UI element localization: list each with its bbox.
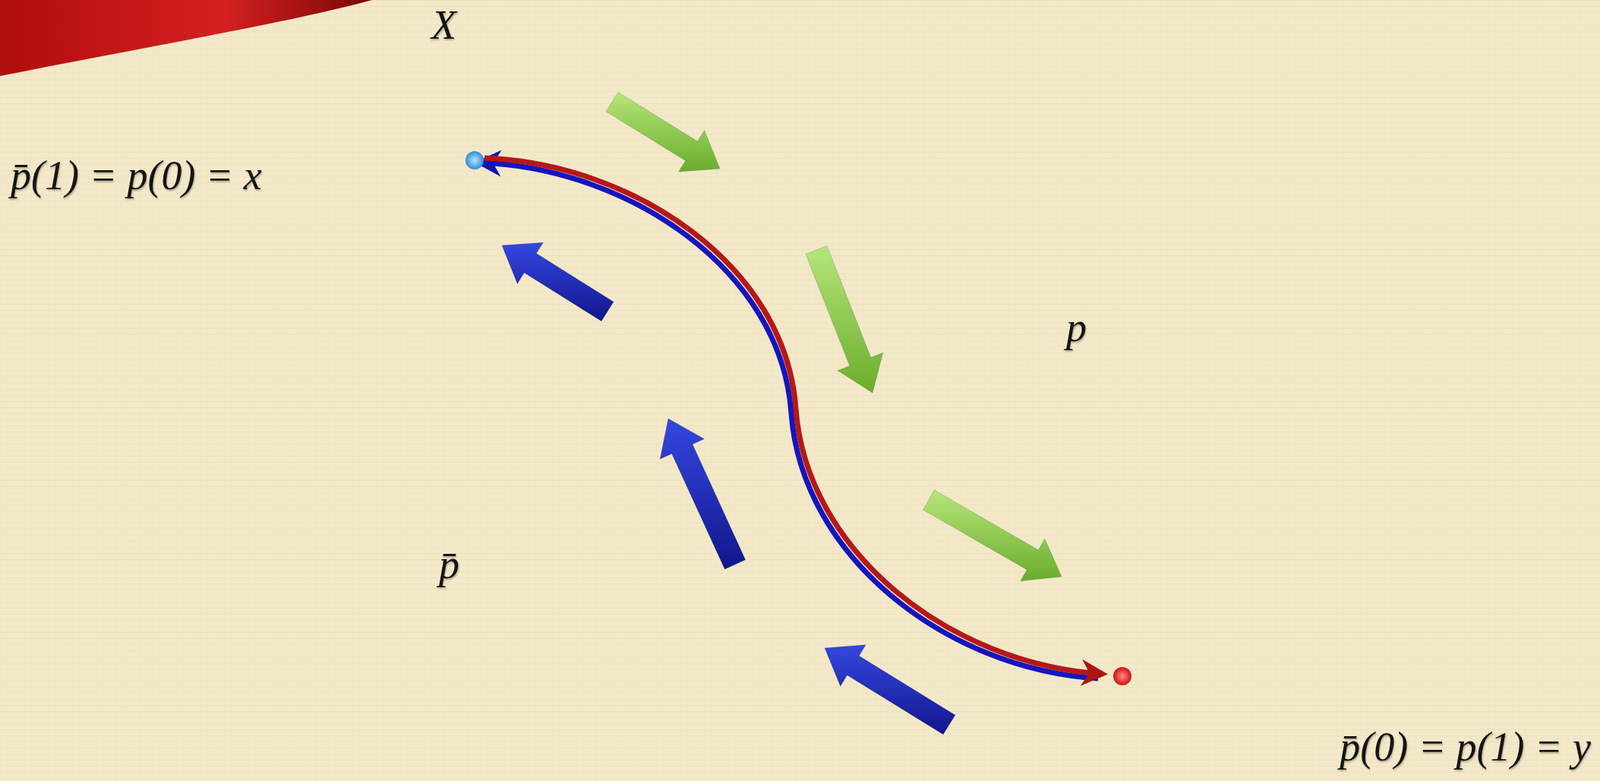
- start-point: [465, 151, 484, 170]
- direction-arrow: [923, 489, 1063, 581]
- direction-arrow: [824, 644, 956, 735]
- end-point: [1113, 666, 1132, 685]
- start-point-label: p̄(1) = p(0) = x: [10, 151, 262, 199]
- corner-swoosh: [0, 0, 373, 76]
- direction-arrow: [501, 242, 614, 322]
- space-name: X: [431, 1, 457, 49]
- direction-arrow: [605, 91, 720, 172]
- direction-arrow: [805, 246, 884, 394]
- reverse-path-name: p̄: [438, 540, 460, 588]
- end-point-label: p̄(0) = p(1) = y: [1339, 722, 1591, 771]
- direction-arrow: [659, 418, 745, 569]
- reverse-path: [479, 162, 1099, 679]
- block-arrows: [501, 91, 1062, 735]
- path-curve: [484, 157, 1103, 674]
- path-name: p: [1066, 303, 1087, 351]
